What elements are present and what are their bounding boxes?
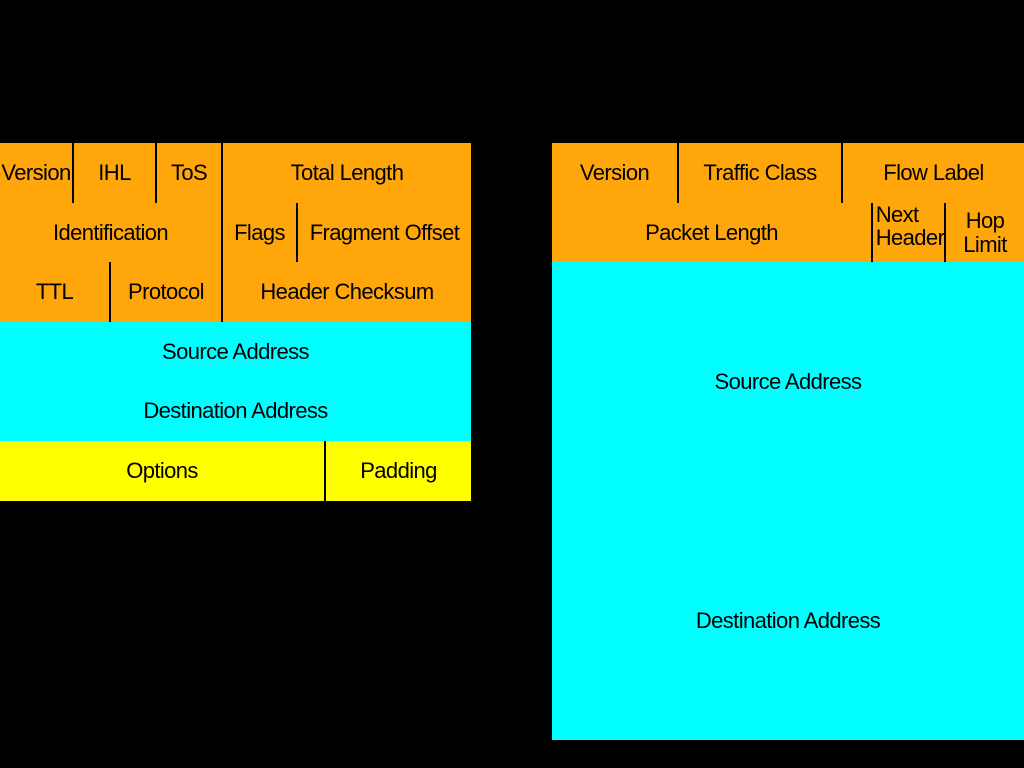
ipv6-header-diagram: Version Traffic Class Flow Label Packet … — [552, 143, 1024, 740]
field-label: Version — [1, 160, 71, 186]
field-label: Fragment Offset — [309, 219, 460, 245]
ipv4-row-5: Destination Address — [0, 381, 471, 441]
ipv6-field-flow-label: Flow Label — [843, 143, 1024, 203]
ipv4-field-fragment-offset: Fragment Offset — [298, 202, 471, 262]
ipv4-row-1: Version IHL ToS Total Length — [0, 143, 471, 203]
field-label: Source Address — [714, 368, 863, 394]
ipv4-field-tos: ToS — [157, 143, 223, 203]
ipv4-field-version: Version — [0, 143, 74, 203]
ipv4-row-4: Source Address — [0, 321, 471, 381]
ipv4-field-ttl: TTL — [0, 262, 111, 322]
field-label: Next Header — [875, 202, 945, 251]
field-label: Total Length — [290, 160, 404, 186]
field-label: Version — [579, 160, 650, 186]
field-label: Flags — [234, 219, 285, 245]
ipv6-field-source-address: Source Address — [552, 262, 1024, 501]
field-label: Hop Limit — [963, 208, 1007, 257]
ipv6-row-destination: Destination Address — [552, 501, 1024, 740]
ipv6-field-packet-length: Packet Length — [552, 203, 873, 262]
field-label: Packet Length — [645, 219, 778, 245]
ipv4-row-3: TTL Protocol Header Checksum — [0, 262, 471, 322]
ipv4-header-diagram: Version IHL ToS Total Length Identificat… — [0, 143, 471, 501]
ipv6-field-version: Version — [552, 143, 679, 203]
ipv6-field-hop-limit: Hop Limit — [946, 203, 1024, 262]
ipv4-field-total-length: Total Length — [223, 143, 471, 203]
ipv4-field-flags: Flags — [223, 202, 298, 262]
ipv6-row-1: Version Traffic Class Flow Label — [552, 143, 1024, 203]
ipv6-field-next-header: Next Header — [873, 203, 946, 262]
field-label: Options — [126, 458, 198, 484]
ipv4-field-protocol: Protocol — [111, 262, 223, 322]
field-label: Header Checksum — [260, 279, 434, 305]
field-label: IHL — [98, 160, 131, 186]
ipv4-field-destination-address: Destination Address — [0, 381, 471, 441]
ipv4-field-options: Options — [0, 440, 326, 501]
ipv4-field-source-address: Source Address — [0, 321, 471, 381]
field-label: Protocol — [128, 279, 205, 305]
ipv4-field-identification: Identification — [0, 202, 223, 262]
ipv4-field-header-checksum: Header Checksum — [223, 262, 471, 322]
field-label: Identification — [52, 219, 169, 245]
field-label: Flow Label — [883, 160, 984, 186]
ipv4-row-6: Options Padding — [0, 440, 471, 501]
field-label: Destination Address — [695, 607, 881, 633]
ipv4-field-padding: Padding — [326, 440, 471, 501]
ipv6-field-traffic-class: Traffic Class — [679, 143, 843, 203]
field-label: Destination Address — [143, 398, 328, 424]
field-label: Padding — [360, 458, 437, 484]
field-label: Source Address — [162, 338, 310, 364]
ipv4-row-2: Identification Flags Fragment Offset — [0, 202, 471, 262]
ipv6-row-2: Packet Length Next Header Hop Limit — [552, 203, 1024, 262]
ipv4-field-ihl: IHL — [74, 143, 157, 203]
field-label: Traffic Class — [703, 160, 817, 186]
ipv6-field-destination-address: Destination Address — [552, 501, 1024, 740]
field-label: ToS — [170, 160, 208, 186]
field-label: TTL — [35, 279, 74, 305]
ipv6-row-source: Source Address — [552, 262, 1024, 501]
